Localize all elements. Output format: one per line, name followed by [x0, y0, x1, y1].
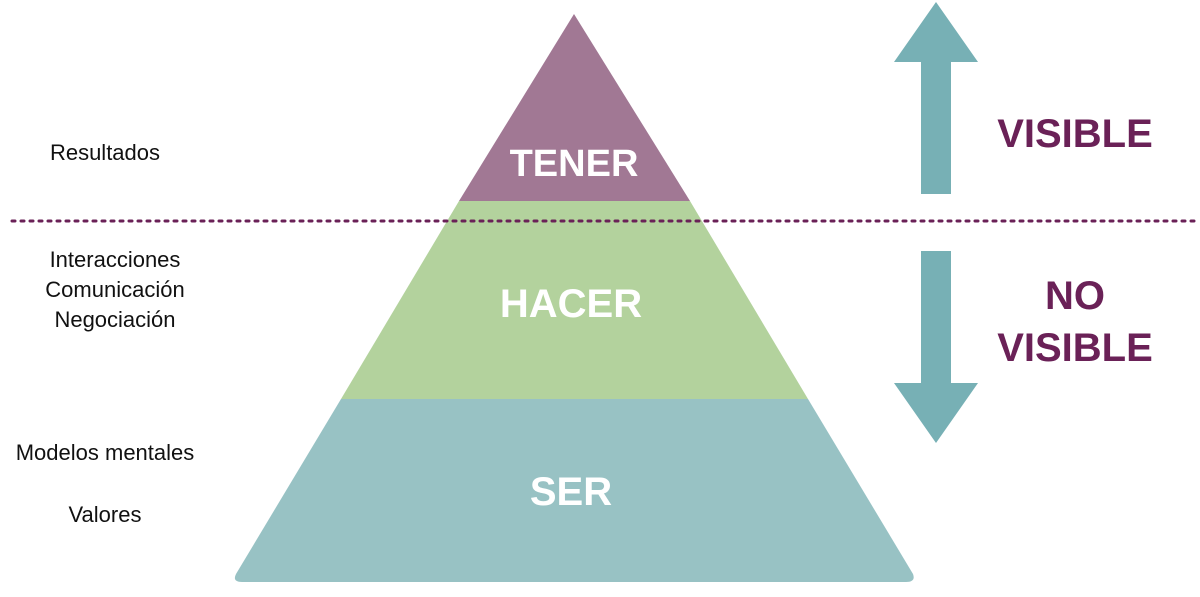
label-comunicacion: Comunicación [45, 277, 185, 302]
label-valores: Valores [0, 500, 210, 530]
label-modelos-mentales: Modelos mentales [0, 438, 210, 468]
pyramid-label-hacer: HACER [500, 282, 642, 326]
label-resultados: Resultados [0, 138, 210, 168]
label-no-visible-text: VISIBLE [997, 326, 1153, 370]
label-group-hacer: Interacciones Comunicación Negociación [10, 245, 220, 335]
pyramid-level-tener [459, 14, 690, 201]
label-modelos-mentales-text: Modelos mentales [15, 440, 195, 465]
pyramid-level-ser [234, 399, 914, 582]
arrow-up-icon [894, 2, 978, 194]
label-visible: VISIBLE [975, 108, 1175, 160]
label-visible-text: VISIBLE [997, 112, 1153, 156]
label-resultados-text: Resultados [49, 140, 161, 165]
arrow-down-icon [894, 251, 978, 443]
label-interacciones: Interacciones [49, 247, 181, 272]
pyramid-label-tener: TENER [510, 143, 639, 185]
label-no-visible: NO VISIBLE [975, 270, 1175, 374]
label-valores-text: Valores [68, 502, 142, 527]
pyramid-label-ser: SER [530, 470, 612, 514]
label-negociacion: Negociación [54, 307, 176, 332]
pyramid-level-hacer [341, 201, 808, 399]
label-no-text: NO [1045, 274, 1105, 318]
